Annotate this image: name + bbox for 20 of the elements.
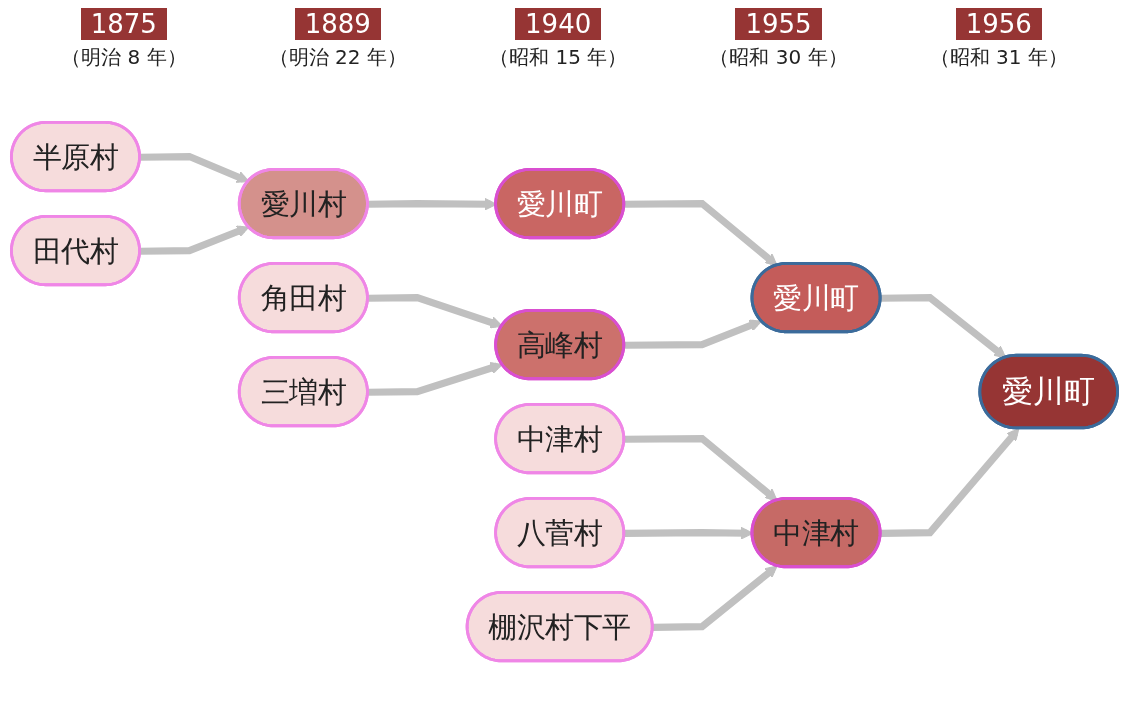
era-label: （明治 22 年） [268, 44, 407, 71]
arrow [880, 294, 1007, 359]
arrow [140, 225, 250, 256]
year-label: 1955 [735, 8, 822, 40]
year-label: 1956 [955, 8, 1042, 40]
year-label: 1889 [294, 8, 381, 40]
arrow [652, 565, 778, 632]
arrow [368, 362, 503, 397]
arrow [624, 435, 778, 502]
arrow [140, 153, 250, 184]
arrow [624, 200, 778, 267]
era-label: （昭和 15 年） [489, 44, 628, 71]
year-label: 1875 [80, 8, 167, 40]
arrow [624, 319, 762, 350]
era-label: （昭和 30 年） [709, 44, 848, 71]
arrow [368, 294, 503, 329]
year-label: 1940 [515, 8, 602, 40]
era-label: （昭和 31 年） [929, 44, 1068, 71]
arrow [880, 428, 1020, 538]
era-label: （明治 8 年） [61, 44, 187, 71]
